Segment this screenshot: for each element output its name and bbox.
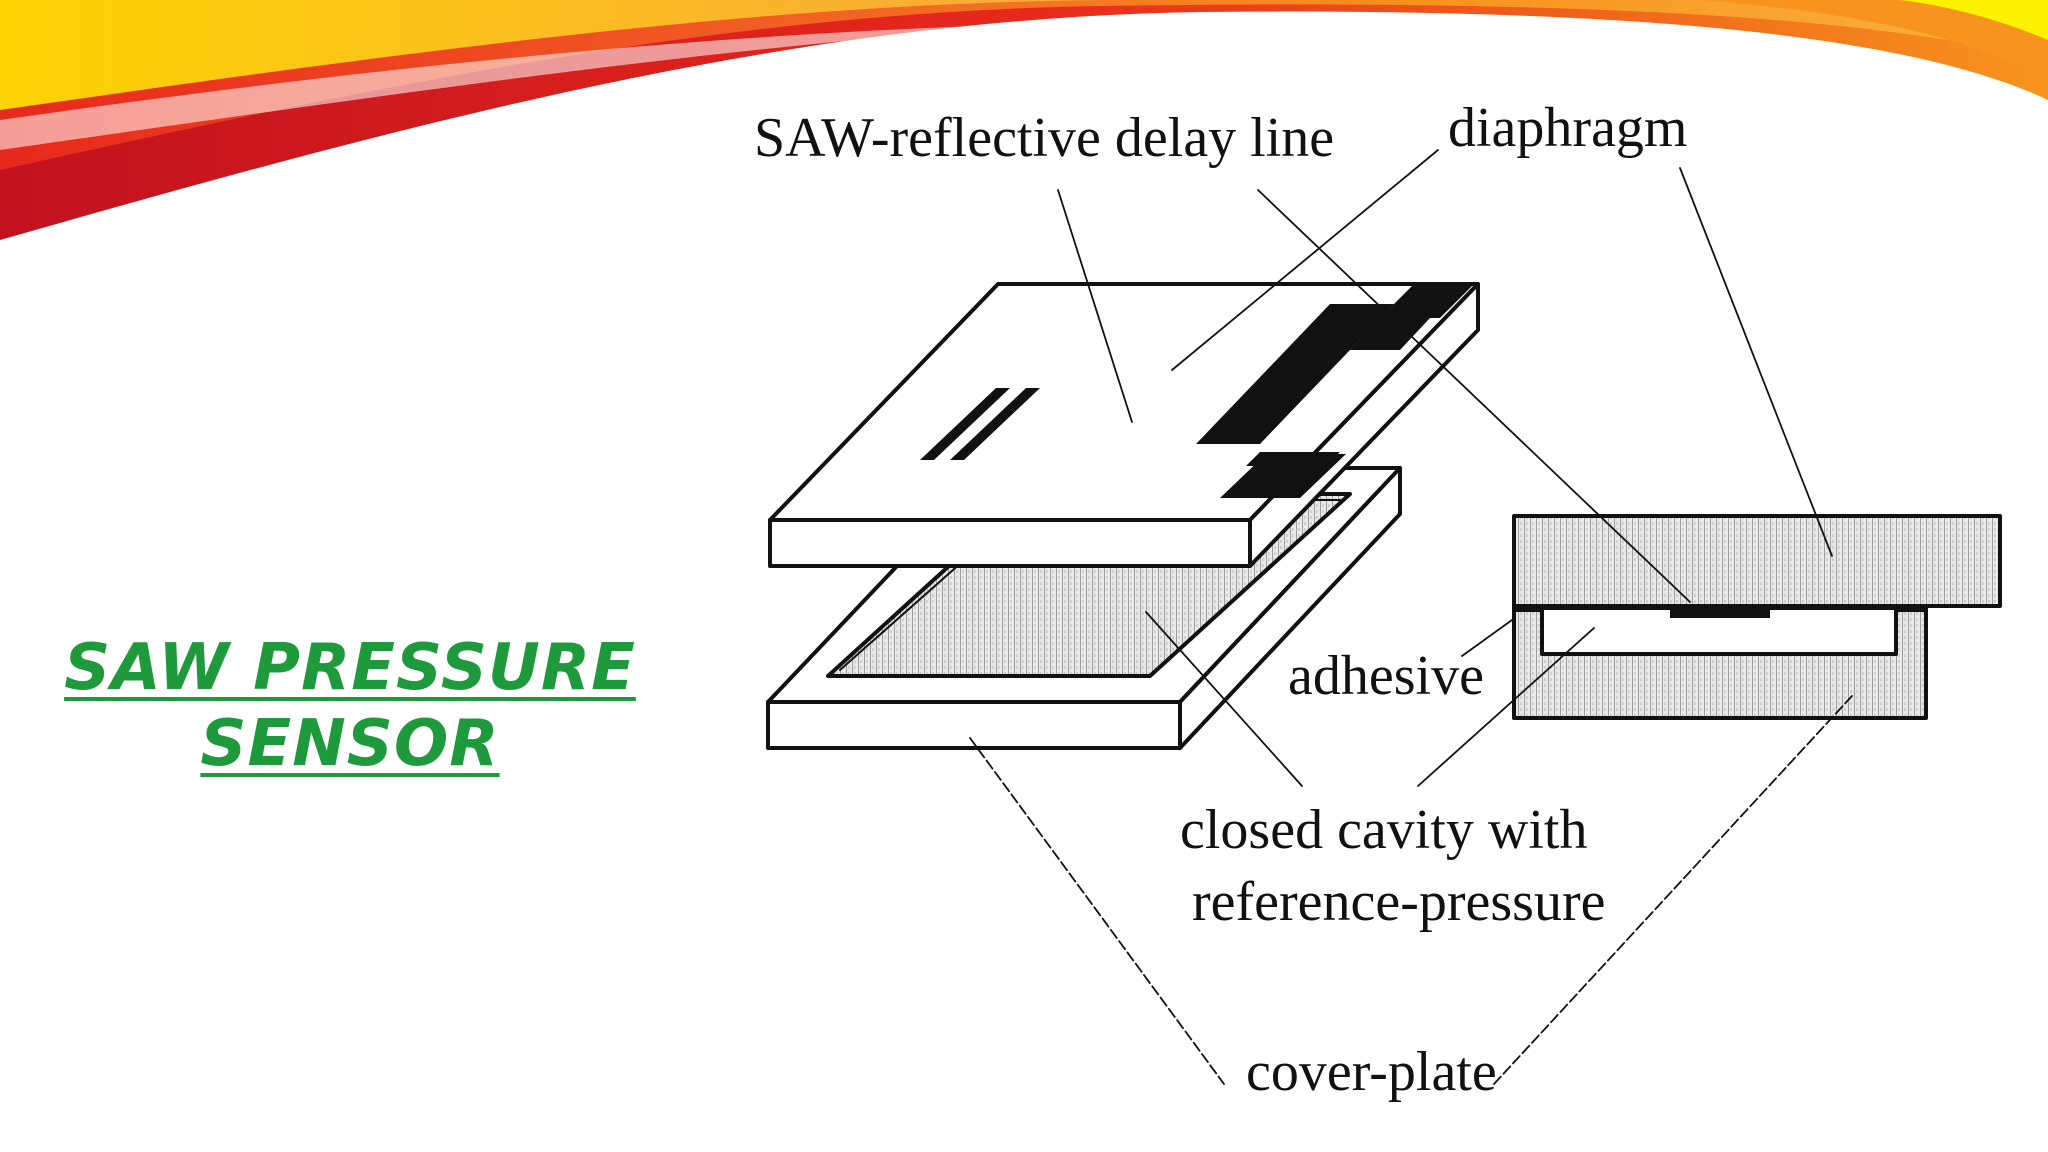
slide-title-line1: SAW PRESSURE [64, 631, 636, 705]
leader-lines [969, 149, 1853, 1085]
label-adhesive: adhesive [1288, 645, 1484, 707]
cross-section-view [1512, 514, 2002, 720]
label-cavity-line2: reference-pressure [1192, 871, 1605, 933]
label-cover-plate: cover-plate [1246, 1041, 1497, 1103]
diagram-labels: SAW-reflective delay line diaphragm adhe… [754, 97, 1687, 1103]
label-diaphragm: diaphragm [1448, 97, 1687, 159]
interdigital-transducer [1196, 284, 1474, 498]
label-delay-line: SAW-reflective delay line [754, 107, 1334, 169]
label-cavity-line1: closed cavity with [1180, 799, 1587, 861]
saw-sensor-diagram: SAW-reflective delay line diaphragm adhe… [754, 97, 2002, 1103]
reflector-bars [920, 388, 1040, 460]
top-swoosh-decoration [0, 0, 2048, 240]
slide-title: SAW PRESSURE SENSOR [60, 630, 640, 782]
slide-title-line2: SENSOR [200, 707, 500, 781]
